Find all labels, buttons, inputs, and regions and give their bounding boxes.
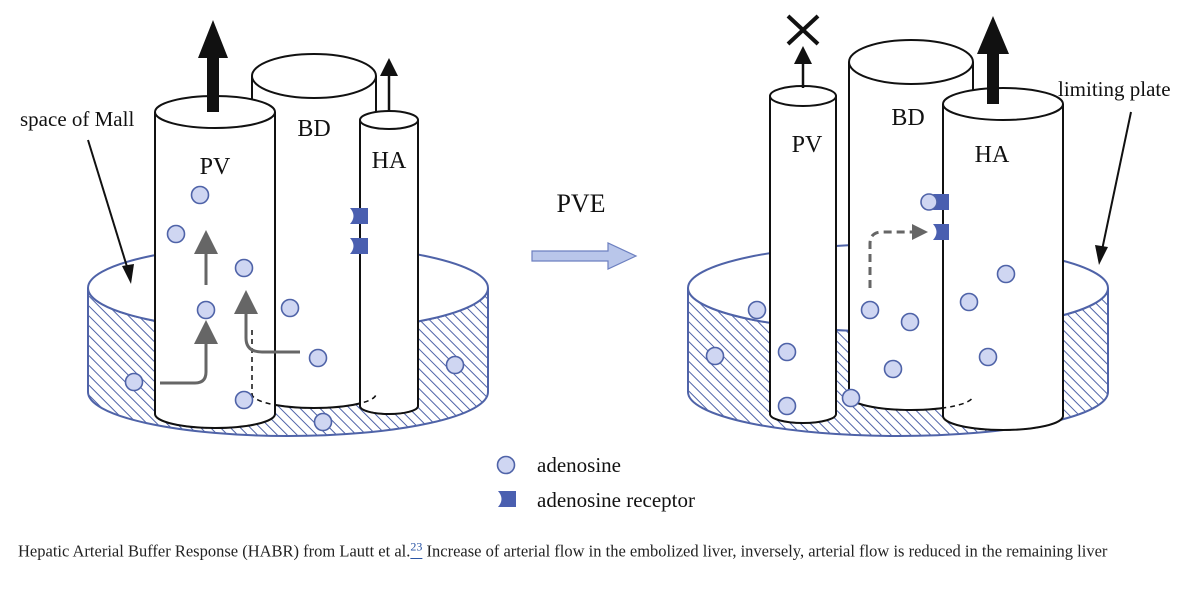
legend-adenosine-label: adenosine	[537, 453, 621, 477]
adenosine	[959, 292, 979, 312]
adenosine	[900, 312, 920, 332]
limiting-plate-label: limiting plate	[1058, 77, 1171, 101]
right-panel: BD HA PV	[687, 14, 1171, 437]
caption-reference-link[interactable]: 23	[410, 539, 423, 561]
left-panel: BD HA PV	[20, 20, 489, 437]
pve-arrow	[531, 242, 638, 270]
pve-transition: PVE	[531, 189, 638, 270]
adenosine	[190, 185, 210, 205]
habr-diagram: BD HA PV	[20, 14, 1171, 512]
figure-caption: Hepatic Arterial Buffer Response (HABR) …	[18, 532, 1183, 566]
blocked-x-icon	[786, 14, 820, 46]
caption-reference-number[interactable]: 23	[410, 539, 423, 553]
right-dashed-flow-arrow	[868, 224, 928, 288]
adenosine	[166, 224, 186, 244]
pve-label: PVE	[556, 189, 605, 218]
adenosine	[196, 300, 216, 320]
legend-receptor-label: adenosine receptor	[537, 488, 695, 512]
left-pv-vessel: PV	[154, 95, 276, 429]
adenosine	[280, 298, 300, 318]
right-ha-vessel: HA	[942, 87, 1064, 431]
adenosine	[234, 390, 254, 410]
right-ha-outflow-arrow	[977, 16, 1009, 104]
adenosine	[747, 300, 767, 320]
left-receptor-2	[350, 238, 368, 254]
right-bd-label: BD	[891, 105, 924, 131]
adenosine	[445, 355, 465, 375]
left-ha-outflow-arrow	[380, 58, 398, 112]
space-of-mall-label: space of Mall	[20, 107, 134, 131]
bound-adenosine	[920, 193, 938, 211]
right-adenosine-group	[705, 264, 1016, 416]
caption-text-end: Increase of arterial flow in the emboliz…	[422, 541, 1108, 561]
right-ha-label: HA	[975, 142, 1010, 168]
adenosine	[777, 396, 797, 416]
adenosine	[841, 388, 861, 408]
caption-text-start: Hepatic Arterial Buffer Response (HABR) …	[18, 541, 411, 561]
space-of-mall-pointer	[87, 139, 134, 284]
adenosine	[860, 300, 880, 320]
limiting-plate-pointer	[1095, 111, 1132, 265]
adenosine	[124, 372, 144, 392]
right-pv-vessel: PV	[769, 85, 837, 424]
adenosine	[978, 347, 998, 367]
right-pv-label: PV	[792, 132, 823, 158]
left-adenosine-group	[124, 185, 465, 432]
adenosine	[777, 342, 797, 362]
left-gray-flow-arrows	[160, 230, 300, 385]
right-pv-blocked-arrow	[786, 14, 820, 88]
legend-receptor-icon	[498, 491, 516, 507]
left-ha-label: HA	[372, 148, 407, 174]
adenosine	[705, 346, 725, 366]
left-receptor-1	[350, 208, 368, 224]
left-bd-label: BD	[297, 116, 330, 142]
legend-adenosine-icon	[496, 455, 516, 475]
left-bd-vessel: BD	[251, 53, 377, 409]
adenosine	[308, 348, 328, 368]
legend: adenosine adenosine receptor	[496, 453, 695, 512]
right-receptor-1	[933, 194, 949, 210]
adenosine	[313, 412, 333, 432]
left-dashed-vessel-bases	[154, 330, 419, 429]
adenosine	[996, 264, 1016, 284]
adenosine	[883, 359, 903, 379]
right-receptor-2	[933, 224, 949, 240]
left-pv-label: PV	[200, 154, 231, 180]
adenosine	[234, 258, 254, 278]
left-pv-outflow-arrow	[198, 20, 228, 112]
left-ha-vessel: HA	[359, 110, 419, 415]
